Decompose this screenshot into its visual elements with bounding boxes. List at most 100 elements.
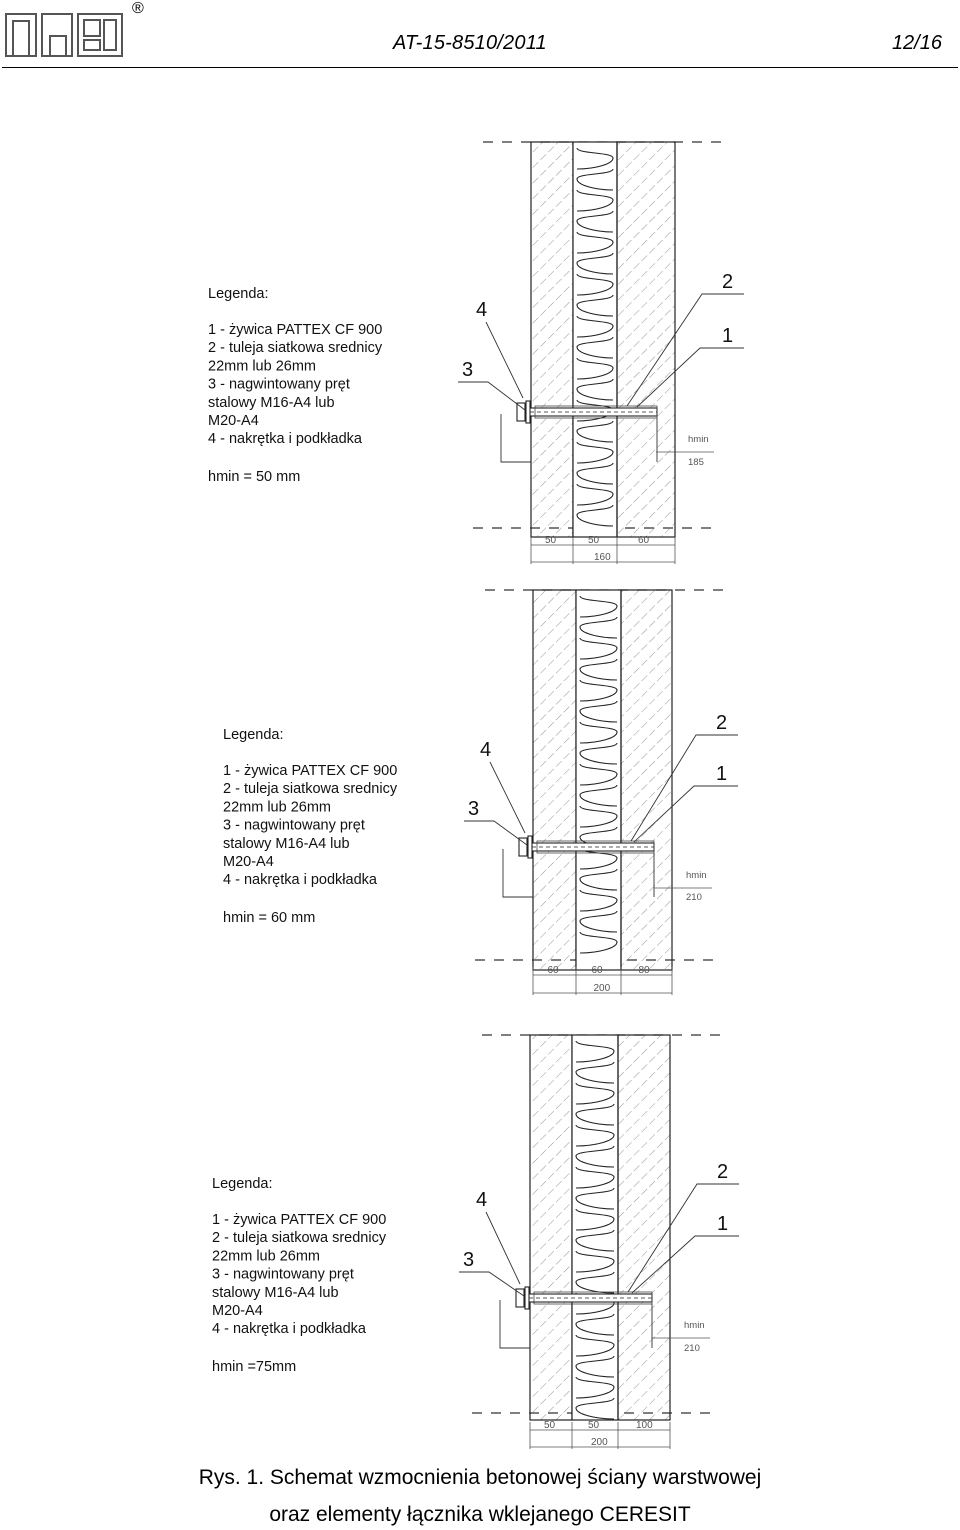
leader-1 bbox=[633, 785, 738, 843]
legend-title: Legenda: bbox=[223, 727, 283, 743]
inner-concrete-layer bbox=[617, 1034, 671, 1421]
layer-dimension: 60 bbox=[638, 535, 650, 546]
document-id: AT-15-8510/2011 bbox=[393, 32, 547, 54]
hmin-note: hmin = 50 mm bbox=[208, 469, 300, 485]
nut bbox=[518, 837, 528, 857]
legend-item: 3 - nagwintowany pręt bbox=[223, 818, 365, 834]
legend-item: stalowy M16-A4 lub bbox=[208, 395, 335, 411]
legend-item: M20-A4 bbox=[212, 1303, 263, 1319]
legend-item: 3 - nagwintowany pręt bbox=[208, 377, 350, 393]
legend-item: stalowy M16-A4 lub bbox=[223, 836, 350, 852]
legend-item: 2 - tuleja siatkowa srednicy bbox=[223, 781, 398, 797]
layer-dimension: 60 bbox=[592, 965, 604, 976]
layer-dimension: 50 bbox=[588, 535, 600, 546]
legend-item: 1 - żywica PATTEX CF 900 bbox=[223, 763, 397, 779]
hmin-label: hmin bbox=[684, 1320, 705, 1331]
inner-concrete-layer bbox=[620, 589, 673, 971]
callout-4: 4 bbox=[476, 1189, 487, 1211]
hmin-value: 185 bbox=[688, 457, 704, 468]
hmin-note: hmin = 60 mm bbox=[223, 910, 315, 926]
insulation-symbol bbox=[579, 595, 618, 954]
itb-logo bbox=[5, 13, 123, 57]
reference-line bbox=[500, 414, 531, 463]
callout-3: 3 bbox=[468, 798, 479, 820]
callout-4: 4 bbox=[480, 739, 491, 761]
legend: Legenda: 1 - żywica PATTEX CF 900 2 - tule… bbox=[223, 727, 398, 926]
legend-item: 3 - nagwintowany pręt bbox=[212, 1267, 354, 1283]
callout-3: 3 bbox=[463, 1249, 474, 1271]
hmin-note: hmin =75mm bbox=[212, 1359, 296, 1375]
washer bbox=[527, 835, 533, 859]
header-rule bbox=[2, 67, 958, 68]
legend: Legenda: 1 - żywica PATTEX CF 900 2 - tule… bbox=[212, 1176, 387, 1375]
washer bbox=[524, 1286, 530, 1310]
insulation-symbol bbox=[575, 1040, 615, 1420]
legend-item: 4 - nakrętka i podkładka bbox=[208, 431, 363, 447]
reference-line bbox=[502, 849, 533, 898]
callout-1: 1 bbox=[717, 1213, 728, 1235]
mesh-sleeve bbox=[534, 405, 658, 419]
inner-concrete-layer bbox=[616, 141, 676, 538]
insulation-layer bbox=[571, 1034, 619, 1421]
total-dimension: 200 bbox=[591, 1437, 608, 1448]
leader-3 bbox=[458, 381, 526, 411]
leader-4 bbox=[485, 1211, 521, 1285]
layer-dimension: 50 bbox=[545, 535, 557, 546]
mesh-sleeve bbox=[533, 1291, 653, 1305]
page-number: 12/16 bbox=[891, 32, 942, 54]
mesh-sleeve bbox=[536, 840, 655, 854]
insulation-layer bbox=[575, 589, 622, 971]
hmin-value: 210 bbox=[686, 892, 702, 903]
leader-1 bbox=[636, 347, 744, 408]
layer-dimension: 50 bbox=[544, 1420, 556, 1431]
page-header: ® AT-15-8510/2011 12/16 bbox=[0, 0, 960, 70]
leader-1 bbox=[631, 1235, 739, 1294]
layer-dimension: 60 bbox=[548, 965, 560, 976]
callout-2: 2 bbox=[717, 1161, 728, 1183]
washer bbox=[525, 400, 531, 424]
legend-item: 22mm lub 26mm bbox=[208, 358, 316, 374]
legend-title: Legenda: bbox=[212, 1176, 272, 1192]
reference-line bbox=[499, 1300, 530, 1349]
leader-4 bbox=[485, 321, 524, 399]
layer-dimension: 80 bbox=[639, 965, 651, 976]
leader-2 bbox=[626, 293, 744, 407]
hmin-value: 210 bbox=[684, 1343, 700, 1354]
callout-3: 3 bbox=[462, 359, 473, 381]
leader-3 bbox=[464, 820, 528, 846]
callout-2: 2 bbox=[716, 712, 727, 734]
legend-item: 22mm lub 26mm bbox=[212, 1248, 320, 1264]
legend-item: 4 - nakrętka i podkładka bbox=[212, 1321, 367, 1337]
nut bbox=[515, 1288, 525, 1308]
figure-caption-line-2: oraz elementy łącznika wklejanego CERESI… bbox=[269, 1503, 691, 1526]
legend-item: stalowy M16-A4 lub bbox=[212, 1285, 339, 1301]
leader-4 bbox=[489, 761, 526, 834]
wall-detail-2: Legenda: 1 - żywica PATTEX CF 900 2 - tule… bbox=[223, 589, 738, 995]
leader-2 bbox=[627, 1183, 739, 1293]
outer-concrete-layer bbox=[530, 141, 574, 538]
legend-item: M20-A4 bbox=[208, 413, 259, 429]
callout-2: 2 bbox=[722, 271, 733, 293]
callout-1: 1 bbox=[716, 763, 727, 785]
hmin-label: hmin bbox=[688, 434, 709, 445]
total-dimension: 200 bbox=[594, 983, 611, 994]
legend-item: M20-A4 bbox=[223, 854, 274, 870]
outer-concrete-layer bbox=[529, 1034, 573, 1421]
layer-dimension: 50 bbox=[588, 1420, 600, 1431]
figure-caption-line-1: Rys. 1. Schemat wzmocnienia betonowej śc… bbox=[198, 1466, 762, 1489]
legend-item: 2 - tuleja siatkowa srednicy bbox=[212, 1230, 387, 1246]
outer-concrete-layer bbox=[532, 589, 577, 971]
legend-item: 22mm lub 26mm bbox=[223, 799, 331, 815]
legend-title: Legenda: bbox=[208, 286, 268, 302]
nut bbox=[516, 402, 526, 422]
legend-item: 1 - żywica PATTEX CF 900 bbox=[208, 322, 382, 338]
layer-dimension: 100 bbox=[636, 1420, 653, 1431]
legend-item: 1 - żywica PATTEX CF 900 bbox=[212, 1212, 386, 1228]
total-dimension: 160 bbox=[594, 552, 611, 563]
registered-mark: ® bbox=[132, 0, 144, 17]
callout-4: 4 bbox=[476, 299, 487, 321]
legend-item: 4 - nakrętka i podkładka bbox=[223, 872, 378, 888]
